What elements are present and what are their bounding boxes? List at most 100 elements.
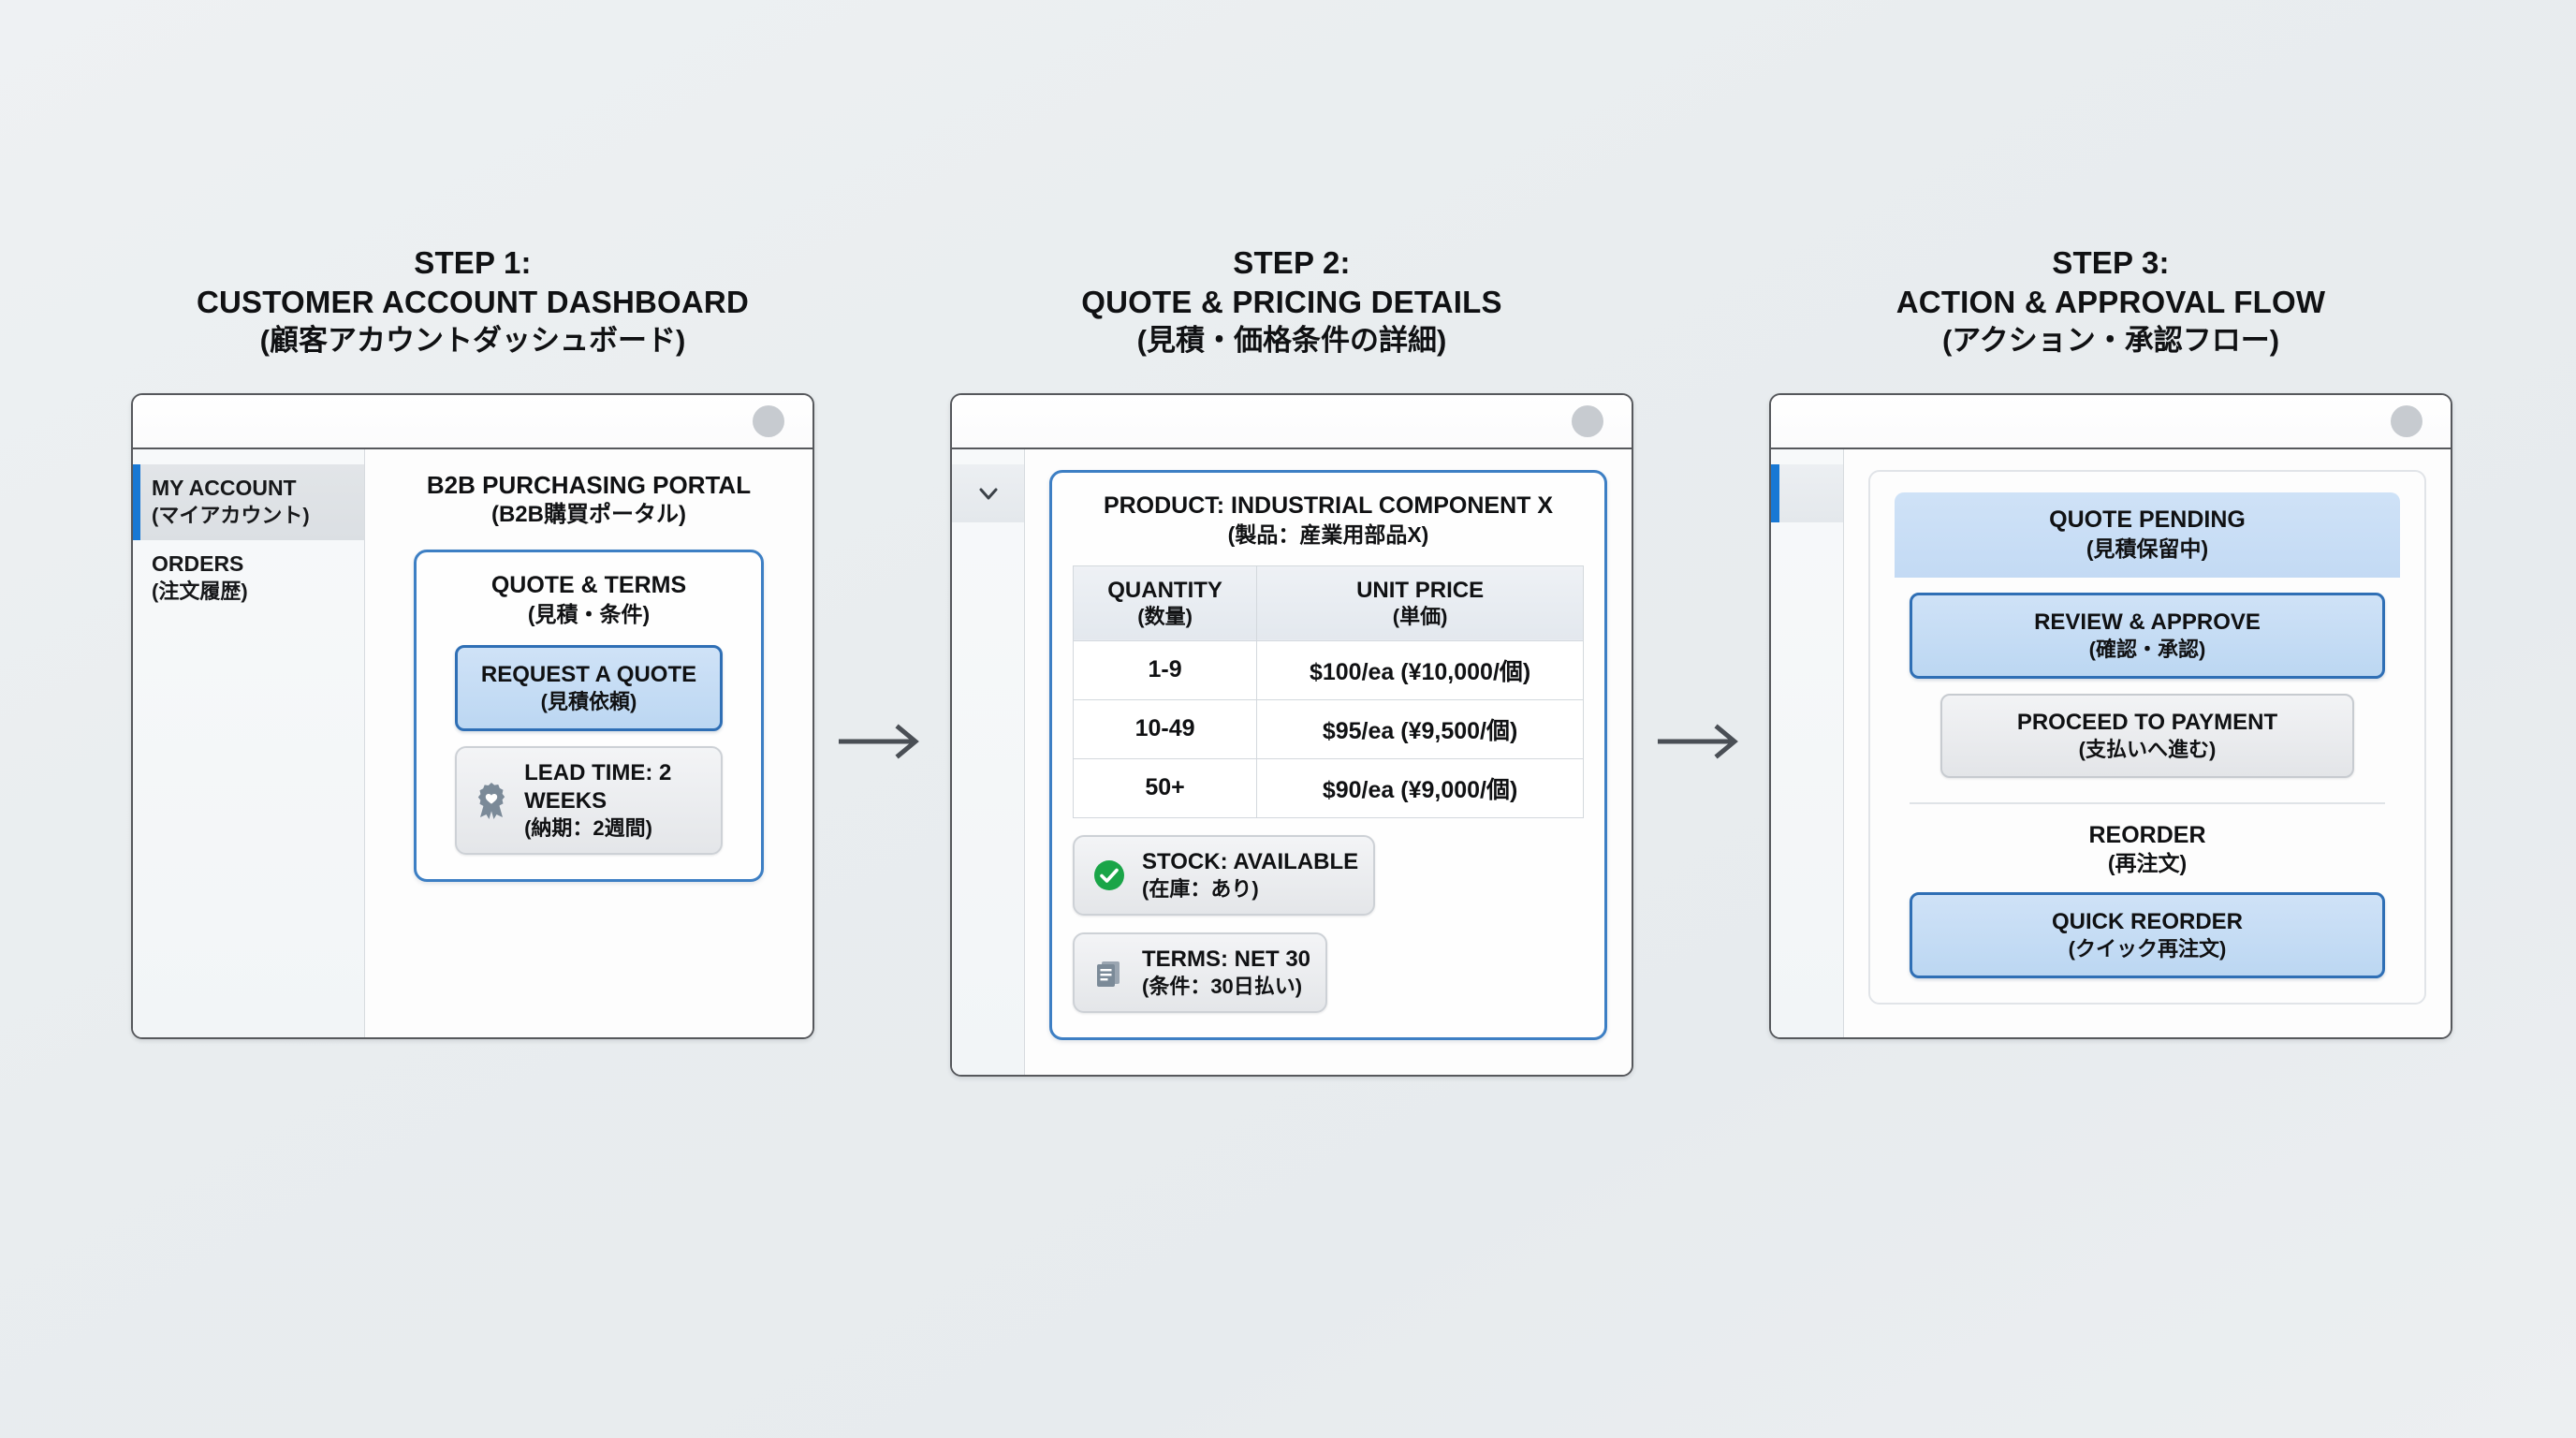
step-3-window-body: QUOTE PENDING (見積保留中) REVIEW & APPROVE (… [1771, 449, 2451, 1038]
portal-title-en: B2B PURCHASING PORTAL [426, 471, 752, 500]
proceed-to-payment-label-en: PROCEED TO PAYMENT [2016, 709, 2278, 735]
step-3-column: STEP 3: ACTION & APPROVAL FLOW (アクション・承認… [1769, 243, 2452, 1040]
payment-terms-text: TERMS: NET 30 (条件：30日払い) [1142, 946, 1310, 1000]
product-pricing-card: PRODUCT: INDUSTRIAL COMPONENT X (製品：産業用部… [1049, 470, 1607, 1040]
table-row: 50+ $90/ea (¥9,000/個) [1072, 757, 1584, 818]
pricing-table: QUANTITY (数量) UNIT PRICE (単価) [1072, 565, 1584, 818]
table-header-row: QUANTITY (数量) UNIT PRICE (単価) [1072, 565, 1584, 641]
cell-quantity-3: 50+ [1072, 757, 1258, 818]
step-1-header-line1: STEP 1: [414, 245, 532, 280]
quote-and-terms-card: QUOTE & TERMS (見積・条件) REQUEST A QUOTE (見… [413, 550, 765, 882]
step-3-content: QUOTE PENDING (見積保留中) REVIEW & APPROVE (… [1844, 449, 2451, 1037]
award-ribbon-icon [472, 781, 511, 820]
step-3-window: QUOTE PENDING (見積保留中) REVIEW & APPROVE (… [1769, 393, 2452, 1040]
window-control-dot-icon[interactable] [2391, 405, 2422, 438]
step-1-header: STEP 1: CUSTOMER ACCOUNT DASHBOARD (顧客アカ… [197, 243, 749, 360]
step-3-header-line1: STEP 3: [2052, 245, 2170, 280]
request-a-quote-button[interactable]: REQUEST A QUOTE (見積依頼) [455, 644, 723, 731]
chevron-down-icon [976, 481, 1001, 506]
step-3-header: STEP 3: ACTION & APPROVAL FLOW (アクション・承認… [1896, 243, 2325, 360]
reorder-section-label-jp: (再注文) [2107, 851, 2188, 876]
column-header-unit-price-en: UNIT PRICE [1356, 577, 1485, 603]
quote-and-terms-heading: QUOTE & TERMS (見積・条件) [491, 571, 686, 627]
payment-terms-label-jp: (条件：30日払い) [1142, 974, 1303, 998]
request-a-quote-label-en: REQUEST A QUOTE [480, 661, 697, 687]
three-step-flow: STEP 1: CUSTOMER ACCOUNT DASHBOARD (顧客アカ… [131, 243, 2452, 1078]
step-1-window: MY ACCOUNT (マイアカウント) ORDERS (注文履歴) B2B P… [131, 393, 814, 1040]
request-a-quote-label-jp: (見積依頼) [540, 689, 637, 713]
step-3-titlebar [1771, 395, 2451, 450]
quick-reorder-button[interactable]: QUICK REORDER (クイック再注文) [1910, 891, 2385, 978]
status-badge-label-jp: (見積保留中) [2086, 536, 2209, 561]
check-circle-icon [1090, 856, 1129, 895]
column-header-quantity-en: QUANTITY [1107, 577, 1222, 603]
cell-unit-price-2: $95/ea (¥9,500/個) [1256, 698, 1584, 759]
flow-arrow-1 [822, 723, 944, 760]
stock-status-text: STOCK: AVAILABLE (在庫：あり) [1142, 848, 1358, 902]
step-1-sidebar: MY ACCOUNT (マイアカウント) ORDERS (注文履歴) [133, 449, 365, 1038]
table-row: 1-9 $100/ea (¥10,000/個) [1072, 639, 1584, 700]
sidebar-expand-row[interactable] [952, 464, 1024, 523]
flow-arrow-2 [1641, 723, 1763, 760]
review-and-approve-label-en: REVIEW & APPROVE [2034, 609, 2261, 635]
proceed-to-payment-button[interactable]: PROCEED TO PAYMENT (支払いへ進む) [1939, 693, 2355, 778]
approval-flow-panel: QUOTE PENDING (見積保留中) REVIEW & APPROVE (… [1868, 470, 2426, 1005]
column-header-unit-price: UNIT PRICE (単価) [1256, 565, 1584, 641]
step-2-column: STEP 2: QUOTE & PRICING DETAILS (見積・価格条件… [950, 243, 1633, 1078]
cell-unit-price-1: $100/ea (¥10,000/個) [1256, 639, 1584, 700]
column-header-unit-price-jp: (単価) [1392, 605, 1448, 629]
stock-status-label-jp: (在庫：あり) [1142, 876, 1259, 901]
product-heading-jp: (製品：産業用部品X) [1227, 521, 1429, 547]
step-2-window: PRODUCT: INDUSTRIAL COMPONENT X (製品：産業用部… [950, 393, 1633, 1078]
cell-quantity-1: 1-9 [1072, 639, 1258, 700]
payment-terms-chip: TERMS: NET 30 (条件：30日払い) [1073, 932, 1328, 1013]
cell-quantity-2: 10-49 [1072, 698, 1258, 759]
step-2-window-body: PRODUCT: INDUSTRIAL COMPONENT X (製品：産業用部… [952, 449, 1632, 1076]
sidebar-item-my-account-label-jp: (マイアカウント) [152, 504, 310, 528]
reorder-section-label: REORDER (再注文) [2088, 821, 2205, 877]
step-3-sidebar [1771, 449, 1844, 1038]
step-1-titlebar [133, 395, 812, 450]
section-divider [1910, 801, 2385, 804]
step-2-content: PRODUCT: INDUSTRIAL COMPONENT X (製品：産業用部… [1025, 449, 1632, 1075]
quick-reorder-label-en: QUICK REORDER [2051, 908, 2243, 934]
window-control-dot-icon[interactable] [1572, 405, 1603, 438]
step-1-column: STEP 1: CUSTOMER ACCOUNT DASHBOARD (顧客アカ… [131, 243, 814, 1040]
review-and-approve-label-jp: (確認・承認) [2088, 637, 2206, 661]
stock-status-chip: STOCK: AVAILABLE (在庫：あり) [1073, 834, 1376, 916]
portal-title: B2B PURCHASING PORTAL (B2B購買ポータル) [427, 470, 751, 529]
review-and-approve-button[interactable]: REVIEW & APPROVE (確認・承認) [1910, 592, 2385, 679]
status-badge-label-en: QUOTE PENDING [2049, 506, 2246, 534]
step-2-header-line1: STEP 2: [1233, 245, 1351, 280]
product-heading-en: PRODUCT: INDUSTRIAL COMPONENT X [1103, 492, 1554, 520]
step-1-header-line2: CUSTOMER ACCOUNT DASHBOARD [196, 285, 750, 320]
document-icon [1090, 953, 1129, 992]
step-2-header: STEP 2: QUOTE & PRICING DETAILS (見積・価格条件… [1081, 243, 1502, 360]
quote-and-terms-heading-jp: (見積・条件) [527, 601, 651, 626]
lead-time-text: LEAD TIME: 2 WEEKS (納期：2週間) [524, 759, 706, 842]
step-1-header-line3: (顧客アカウントダッシュボード) [259, 324, 686, 358]
sidebar-item-my-account[interactable]: MY ACCOUNT (マイアカウント) [133, 464, 364, 541]
sidebar-item-my-account-label: MY ACCOUNT [152, 476, 297, 501]
lead-time-chip: LEAD TIME: 2 WEEKS (納期：2週間) [455, 745, 723, 855]
status-badge-quote-pending: QUOTE PENDING (見積保留中) [1895, 492, 2400, 578]
sidebar-active-row[interactable] [1771, 464, 1843, 523]
portal-title-jp: (B2B購買ポータル) [490, 501, 686, 527]
column-header-quantity: QUANTITY (数量) [1072, 565, 1258, 641]
step-2-header-line2: QUOTE & PRICING DETAILS [1081, 285, 1502, 320]
step-2-sidebar [952, 449, 1025, 1076]
step-1-content: B2B PURCHASING PORTAL (B2B購買ポータル) QUOTE … [365, 449, 812, 1037]
sidebar-item-orders-label-jp: (注文履歴) [152, 579, 248, 603]
product-heading: PRODUCT: INDUSTRIAL COMPONENT X (製品：産業用部… [1104, 492, 1553, 548]
sidebar-item-orders-label: ORDERS [152, 550, 244, 576]
sidebar-item-orders[interactable]: ORDERS (注文履歴) [133, 540, 364, 615]
quick-reorder-label-jp: (クイック再注文) [2068, 937, 2227, 961]
step-2-titlebar [952, 395, 1632, 450]
step-2-header-line3: (見積・価格条件の詳細) [1136, 324, 1447, 358]
lead-time-label-en: LEAD TIME: 2 WEEKS [524, 759, 672, 814]
step-1-window-body: MY ACCOUNT (マイアカウント) ORDERS (注文履歴) B2B P… [133, 449, 812, 1038]
proceed-to-payment-label-jp: (支払いへ進む) [2078, 737, 2217, 761]
lead-time-label-jp: (納期：2週間) [524, 816, 652, 841]
cell-unit-price-3: $90/ea (¥9,000/個) [1256, 757, 1584, 818]
window-control-dot-icon[interactable] [753, 405, 784, 438]
